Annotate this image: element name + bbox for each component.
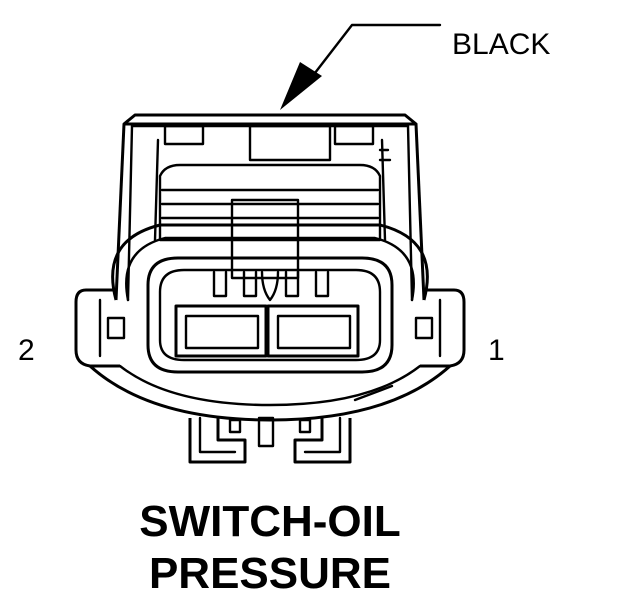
connector-body [74,113,466,422]
pin-label-2: 2 [18,334,35,367]
diagram-title-line1: SWITCH-OIL [139,497,401,546]
pin-cavity-1 [266,304,360,358]
bottom-tabs [188,416,352,464]
callout-leader [280,23,442,110]
callout-label: BLACK [452,28,550,61]
diagram-title-line2: PRESSURE [149,549,391,598]
pin-cavity-2 [174,304,268,358]
pin-label-1: 1 [488,334,505,367]
